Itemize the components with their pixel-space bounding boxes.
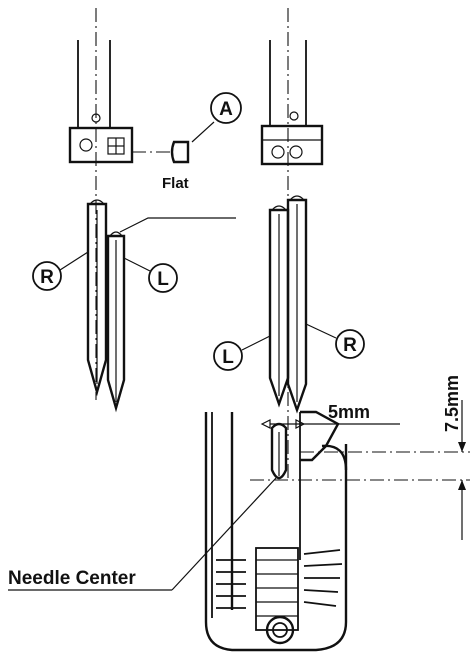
left-needle-assembly: R L bbox=[32, 8, 236, 413]
needle-l-left bbox=[106, 231, 126, 413]
svg-text:A: A bbox=[219, 99, 233, 120]
needle-center-callout: Needle Center bbox=[8, 477, 277, 591]
svg-text:L: L bbox=[222, 347, 234, 368]
label-r-left: R bbox=[32, 251, 89, 291]
dimension-5mm: 5mm bbox=[260, 402, 400, 429]
needle-r-left bbox=[86, 199, 108, 397]
svg-text:L: L bbox=[157, 269, 169, 290]
label-l-left: L bbox=[123, 257, 178, 293]
svg-text:5mm: 5mm bbox=[328, 402, 370, 422]
hook-assembly bbox=[204, 410, 348, 652]
needle-center-label: Needle Center bbox=[8, 568, 136, 589]
label-l-right: L bbox=[213, 335, 271, 371]
svg-text:R: R bbox=[40, 267, 54, 288]
needle-r-right bbox=[286, 195, 308, 414]
svg-text:R: R bbox=[343, 335, 357, 356]
svg-text:7.5mm: 7.5mm bbox=[442, 375, 462, 432]
flat-label: Flat bbox=[162, 175, 189, 192]
label-r-right: R bbox=[305, 323, 365, 359]
right-needle-assembly: L R bbox=[213, 8, 365, 480]
dimension-7-5mm: 7.5mm bbox=[250, 375, 470, 540]
part-a-flat-piece: A Flat bbox=[162, 92, 242, 192]
needle-l-right bbox=[268, 205, 290, 408]
